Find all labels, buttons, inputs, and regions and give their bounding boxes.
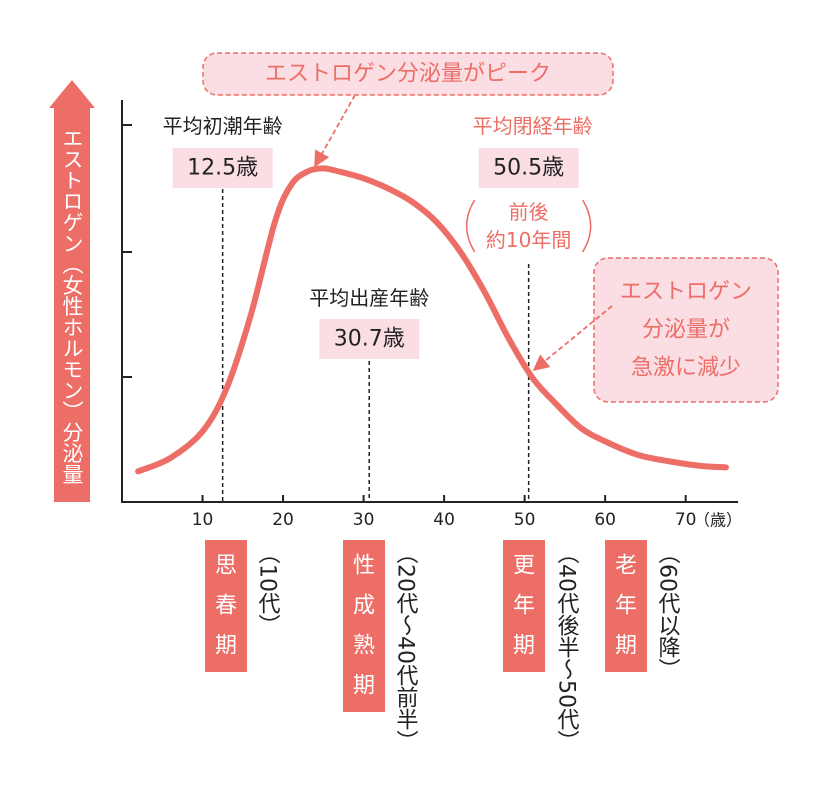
stage-name-char: 熟	[353, 634, 375, 659]
stage-range: （10代）	[255, 542, 281, 636]
stage-name-char: 期	[615, 634, 637, 659]
x-tick-label: 70	[675, 510, 697, 530]
marker-value-box	[319, 319, 420, 359]
annotation-box	[202, 52, 614, 96]
estrogen-curve	[135, 165, 729, 475]
marker-note: 約10年間	[486, 228, 571, 252]
x-tick-label: 10	[192, 510, 214, 530]
x-axis-unit: （歳）	[694, 511, 742, 530]
stage-box	[503, 540, 545, 672]
x-tick-label: 50	[514, 510, 536, 530]
stage-name-char: 年	[615, 594, 637, 619]
annotation-text: エストロゲン分泌量がピーク	[265, 62, 551, 87]
marker-note: 前後	[509, 200, 549, 224]
annotation-box	[593, 257, 779, 403]
x-tick-label: 30	[353, 510, 375, 530]
marker-value: 12.5歳	[187, 156, 258, 181]
annotation-text: 分泌量が	[642, 318, 730, 343]
note-bracket-right	[582, 199, 592, 253]
marker-label: 平均初潮年齢	[163, 114, 283, 138]
stage-range: （60代以降）	[655, 542, 681, 680]
note-bracket-left	[465, 199, 476, 253]
y-axis-arrow	[49, 80, 95, 502]
stage-name-char: 春	[215, 594, 237, 619]
marker-value: 50.5歳	[493, 156, 564, 181]
marker-label: 平均出産年齢	[309, 286, 429, 310]
annotation-arrow	[314, 94, 356, 168]
stage-name-char: 期	[353, 674, 375, 699]
annotation-arrow	[532, 305, 613, 372]
marker-value-box	[172, 148, 273, 188]
stage-name-char: 老	[615, 554, 637, 579]
stage-name-char: 期	[513, 634, 535, 659]
marker-value: 30.7歳	[334, 327, 405, 352]
stage-range: （40代後半〜50代）	[554, 542, 580, 752]
stage-name-char: 性	[353, 554, 375, 579]
stage-name-char: 成	[353, 594, 375, 619]
stage-range: （20代〜40代前半）	[393, 542, 419, 752]
y-axis-label: エストロゲン（女性ホルモン）分泌量	[60, 128, 84, 485]
stage-box	[605, 540, 647, 672]
stage-name-char: 更	[513, 554, 535, 579]
stage-name-char: 思	[215, 554, 237, 579]
annotation-text: エストロゲン	[620, 280, 752, 305]
marker-label: 平均閉経年齢	[473, 114, 593, 138]
annotation-text: 急激に減少	[631, 356, 741, 381]
stage-name-char: 期	[215, 634, 237, 659]
stage-box	[205, 540, 247, 672]
x-tick-label: 20	[272, 510, 294, 530]
stage-name-char: 年	[513, 594, 535, 619]
x-tick-label: 60	[594, 510, 616, 530]
x-tick-label: 40	[433, 510, 455, 530]
marker-value-box	[478, 148, 579, 188]
stage-box	[343, 540, 385, 712]
